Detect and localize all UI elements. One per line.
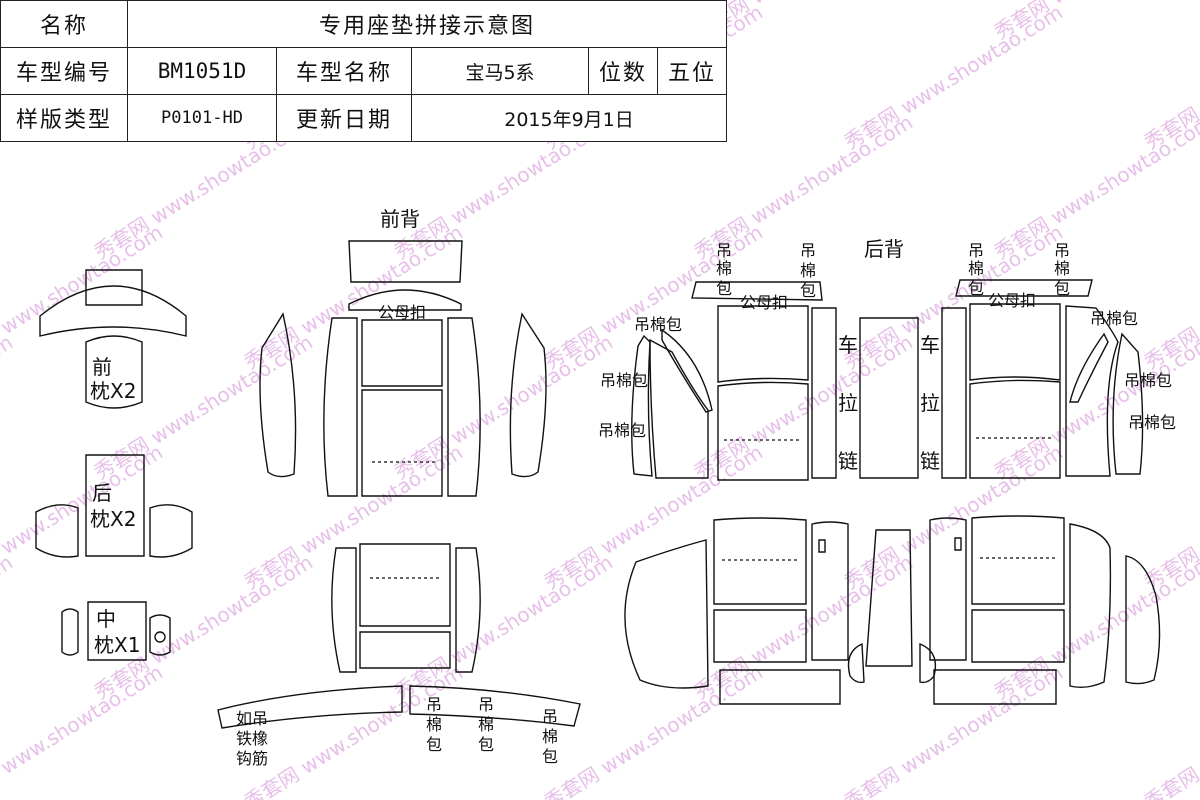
middle-pillow-label-1: 中 bbox=[96, 607, 116, 631]
rear-back-pattern: 后背 吊 棉 包 吊 棉 包 公母扣 吊棉包 吊棉包 吊棉包 车 拉 链 车 拉… bbox=[598, 237, 1176, 481]
middle-pillow: 中 枕X1 bbox=[61, 601, 171, 661]
hang-label-b1: 吊 bbox=[478, 695, 494, 714]
rear-hang-pad-6: 吊棉包 bbox=[1128, 413, 1176, 432]
rear-hang-4c: 包 bbox=[1054, 279, 1070, 298]
zip-left-2: 拉 bbox=[838, 391, 858, 415]
update-value: 2015年9月1日 bbox=[411, 94, 727, 142]
rear-hang-3c: 包 bbox=[968, 279, 984, 298]
model-name-value: 宝马5系 bbox=[411, 47, 589, 95]
name-label: 名称 bbox=[0, 0, 128, 48]
rear-hang-4b: 棉 bbox=[1054, 259, 1070, 278]
rear-hang-1a: 吊 bbox=[716, 241, 732, 260]
rear-hang-2c: 包 bbox=[800, 281, 816, 300]
zip-right-2: 拉 bbox=[920, 391, 940, 415]
model-code-label: 车型编号 bbox=[0, 47, 128, 95]
rear-pillow-label-2: 枕X2 bbox=[90, 507, 136, 531]
note-label-2: 铁橡 bbox=[236, 729, 268, 748]
hang-label-b2: 棉 bbox=[478, 715, 494, 734]
hang-label-a1: 吊 bbox=[426, 695, 442, 714]
front-pillow-label-2: 枕X2 bbox=[90, 379, 136, 403]
rear-hang-3b: 棉 bbox=[968, 259, 984, 278]
zip-left-1: 车 bbox=[838, 333, 858, 357]
front-pillow-label-1: 前 bbox=[92, 355, 112, 379]
zip-left-3: 链 bbox=[838, 449, 858, 473]
zip-right-3: 链 bbox=[920, 449, 940, 473]
front-pillow: 前 枕X2 bbox=[39, 269, 187, 409]
front-back-pattern: 前背 公母扣 bbox=[259, 207, 547, 497]
rear-hang-4a: 吊 bbox=[1054, 241, 1070, 260]
hang-label-a2: 棉 bbox=[426, 715, 442, 734]
seats-label: 位数 bbox=[588, 47, 658, 95]
name-value: 专用座垫拼接示意图 bbox=[127, 0, 727, 48]
hang-label-a3: 包 bbox=[426, 735, 442, 754]
rear-back-title: 后背 bbox=[864, 237, 904, 261]
zip-right-1: 车 bbox=[920, 333, 940, 357]
hang-label-c3: 包 bbox=[542, 747, 558, 766]
front-seat-cushion: 如吊 铁橡 钩筋 吊 棉 包 吊 棉 包 吊 棉 包 bbox=[217, 543, 581, 768]
rear-pillow-label-1: 后 bbox=[92, 481, 112, 505]
rear-hang-1c: 包 bbox=[716, 279, 732, 298]
rear-pillow: 后 枕X2 bbox=[35, 454, 193, 558]
rear-hang-1b: 棉 bbox=[716, 259, 732, 278]
rear-hang-pad-1: 吊棉包 bbox=[634, 315, 682, 334]
rear-hang-pad-4: 吊棉包 bbox=[1090, 309, 1138, 328]
model-code-value: BM1051D bbox=[127, 47, 277, 95]
hang-label-b3: 包 bbox=[478, 735, 494, 754]
front-back-snap-label: 公母扣 bbox=[378, 303, 426, 322]
hang-label-c1: 吊 bbox=[542, 707, 558, 726]
rear-left-snap-label: 公母扣 bbox=[740, 293, 788, 312]
rear-seat-cushion bbox=[624, 515, 1161, 705]
note-label-1: 如吊 bbox=[236, 709, 268, 728]
update-label: 更新日期 bbox=[276, 94, 412, 142]
template-value: P0101-HD bbox=[127, 94, 277, 142]
note-label-3: 钩筋 bbox=[236, 749, 268, 768]
rear-hang-3a: 吊 bbox=[968, 241, 984, 260]
rear-right-snap-label: 公母扣 bbox=[988, 291, 1036, 310]
rear-hang-pad-2: 吊棉包 bbox=[600, 371, 648, 390]
rear-hang-2a: 吊 bbox=[800, 241, 816, 260]
info-table: 名称 专用座垫拼接示意图 车型编号 BM1051D 车型名称 宝马5系 位数 五… bbox=[0, 0, 727, 142]
rear-hang-pad-3: 吊棉包 bbox=[598, 421, 646, 440]
hang-label-c2: 棉 bbox=[542, 727, 558, 746]
front-back-title: 前背 bbox=[380, 207, 420, 231]
rear-hang-2b: 棉 bbox=[800, 261, 816, 280]
middle-pillow-label-2: 枕X1 bbox=[94, 633, 140, 657]
rear-hang-pad-5: 吊棉包 bbox=[1124, 371, 1172, 390]
